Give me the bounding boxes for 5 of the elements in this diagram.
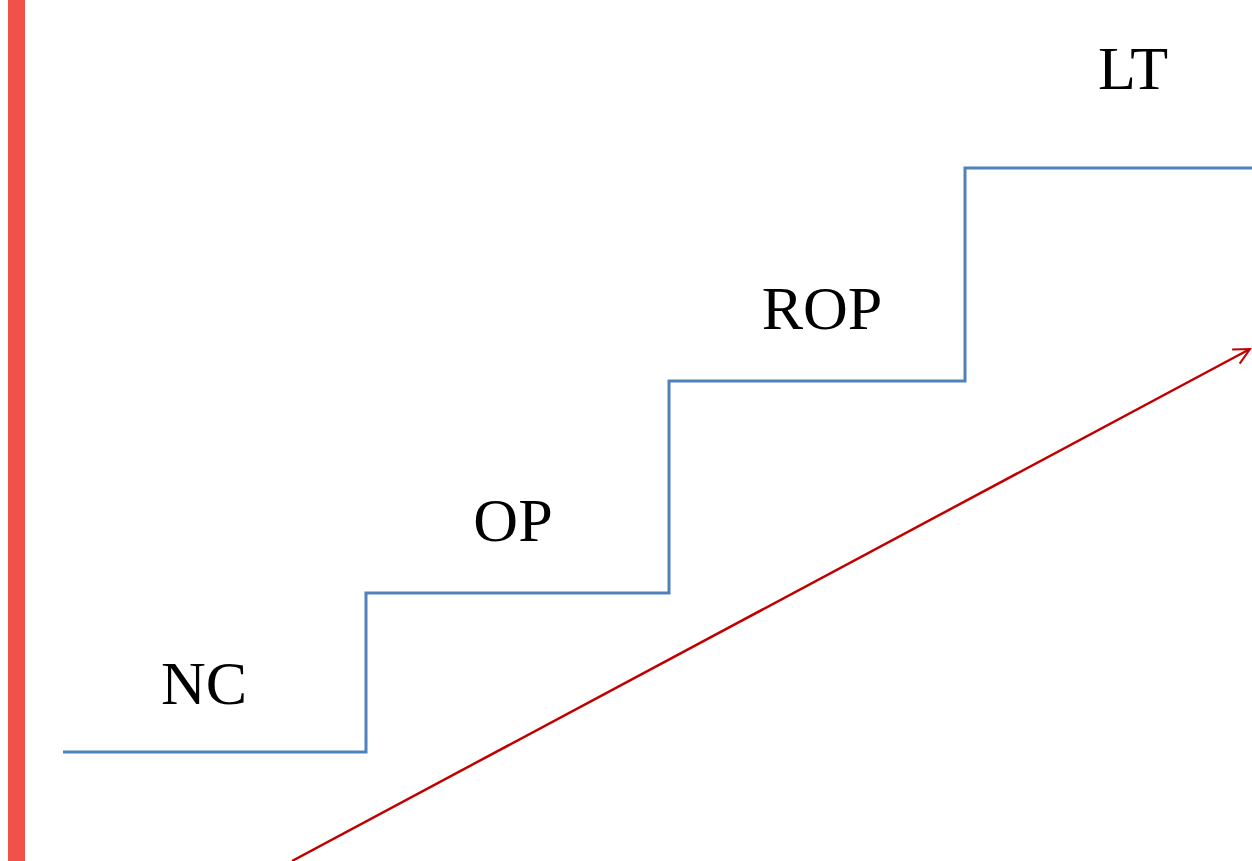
- step-label: NC: [160, 652, 248, 714]
- step-label: LT: [1097, 37, 1169, 99]
- side-bar: [8, 0, 25, 861]
- step-label: OP: [473, 489, 553, 551]
- step-label: ROP: [761, 277, 883, 339]
